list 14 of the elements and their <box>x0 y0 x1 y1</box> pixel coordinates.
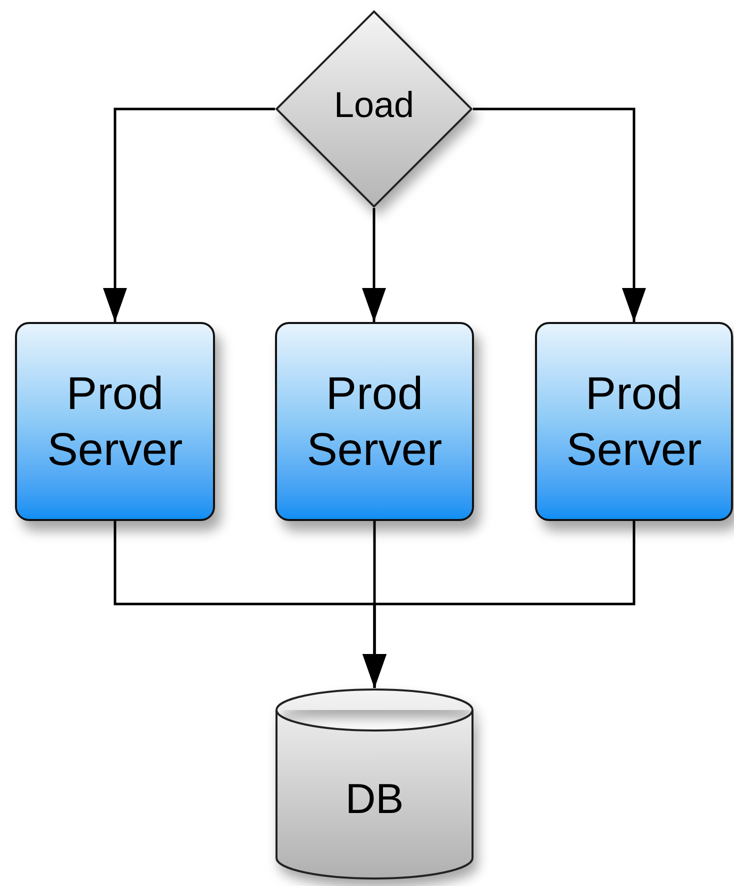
node-label: Prod Server <box>306 366 444 476</box>
arrow <box>362 208 386 322</box>
decision-diamond <box>275 10 473 208</box>
process-box <box>275 322 474 521</box>
node-label: Prod Server <box>46 366 184 476</box>
database-cylinder <box>275 688 474 880</box>
node-label: DB <box>345 774 404 824</box>
node-label: Load <box>334 83 414 127</box>
arrow <box>362 521 636 688</box>
arrow <box>103 108 275 322</box>
node-label: Prod Server <box>565 366 703 476</box>
arrow <box>473 108 646 322</box>
process-box <box>535 322 733 521</box>
process-box <box>15 322 215 521</box>
